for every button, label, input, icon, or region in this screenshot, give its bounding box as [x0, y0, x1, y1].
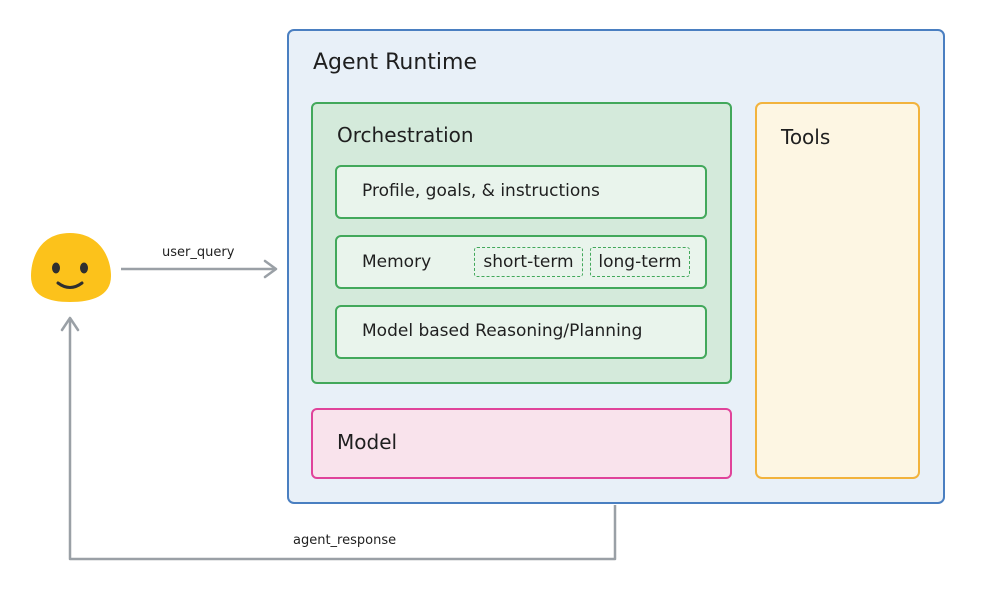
memory-label: Memory — [362, 252, 432, 272]
user-query-label: user_query — [162, 245, 235, 260]
smiley-face-icon — [31, 233, 111, 302]
profile-goals-label: Profile, goals, & instructions — [362, 181, 600, 201]
reasoning-planning-label: Model based Reasoning/Planning — [362, 321, 643, 341]
profile-goals-box — [335, 165, 707, 219]
agent-response-arrow — [60, 316, 617, 561]
memory-tag-long-term: long-term — [590, 247, 690, 277]
agent-response-label: agent_response — [293, 533, 397, 548]
orchestration-title: Orchestration — [337, 123, 474, 147]
reasoning-planning-box — [335, 305, 707, 359]
tools-container — [755, 102, 920, 479]
model-container — [311, 408, 732, 479]
agent-runtime-title: Agent Runtime — [313, 50, 478, 75]
model-title: Model — [337, 430, 398, 454]
memory-tag-short-term: short-term — [474, 247, 583, 277]
tools-title: Tools — [781, 125, 831, 149]
user-query-arrow — [121, 259, 278, 279]
